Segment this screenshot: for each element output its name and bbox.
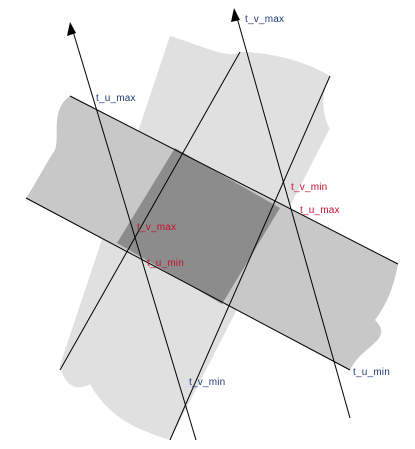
label-t-u-min-bottom: t_u_min bbox=[353, 367, 390, 378]
label-t-v-min-bottom: t_v_min bbox=[189, 377, 225, 388]
label-t-v-min-right: t_v_min bbox=[291, 182, 327, 193]
v-max-boundary bbox=[59, 51, 241, 371]
label-t-v-max-inner: t_v_max bbox=[137, 222, 176, 233]
u-min-boundary bbox=[25, 197, 351, 371]
ray-2-arrowhead bbox=[231, 8, 240, 22]
overlap-region bbox=[117, 148, 280, 304]
label-t-u-min-inner: t_u_min bbox=[147, 258, 184, 269]
label-t-u-max-right: t_u_max bbox=[300, 205, 340, 216]
label-t-v-max-top: t_v_max bbox=[245, 14, 284, 25]
ray-1-arrowhead bbox=[67, 22, 76, 36]
u-max-boundary bbox=[69, 95, 399, 265]
v-min-boundary bbox=[169, 75, 331, 441]
ray-2 bbox=[235, 13, 351, 419]
label-t-u-max-left: t_u_max bbox=[96, 93, 136, 104]
ray-1 bbox=[71, 27, 197, 441]
